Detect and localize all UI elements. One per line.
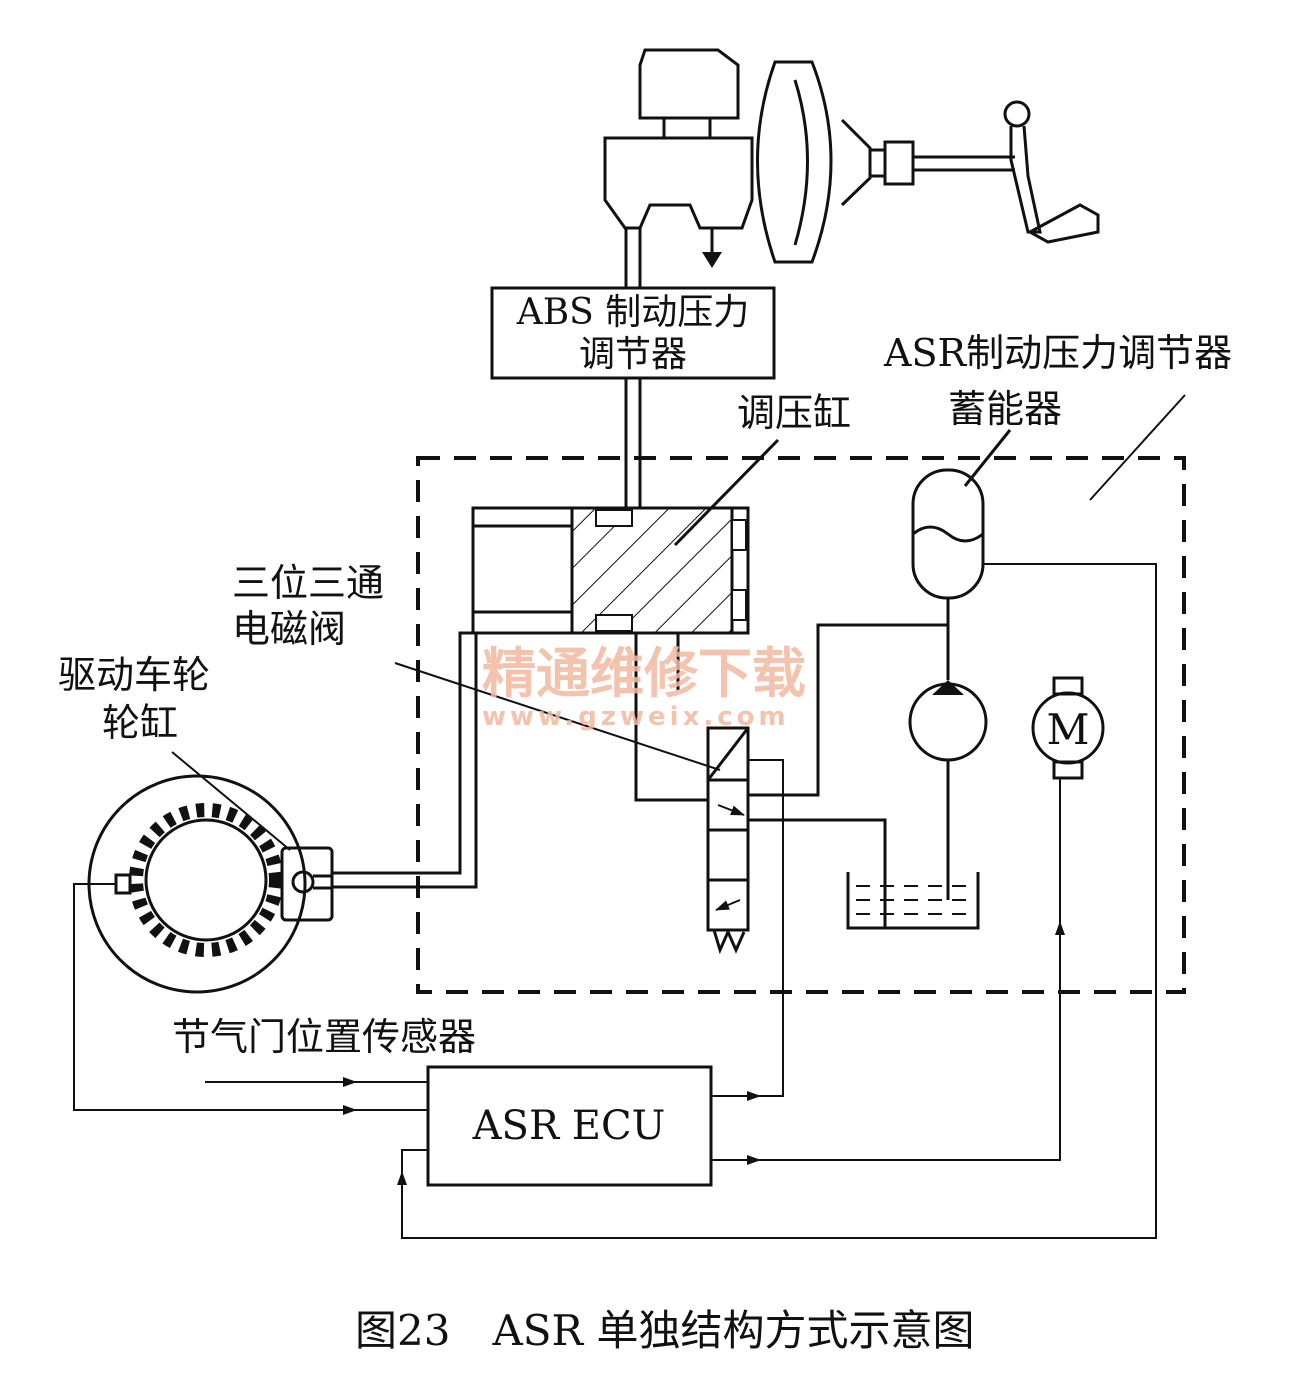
master-cylinder	[603, 48, 754, 288]
pressure-cylinder-label: 调压缸	[737, 391, 851, 435]
brake-pedal	[1003, 100, 1100, 244]
abs-label-line1: ABS 制动压力	[516, 292, 750, 333]
signal-lines	[73, 563, 1157, 1239]
asr-ecu: ASR ECU	[426, 1065, 713, 1187]
abs-label-line2: 调节器	[579, 334, 687, 375]
motor: M	[1031, 676, 1105, 780]
throttle-sensor-label: 节气门位置传感器	[172, 1015, 476, 1059]
solenoid-valve	[706, 726, 750, 955]
brake-booster	[756, 60, 1015, 264]
wheel-label-line2: 轮缸	[102, 701, 178, 745]
solenoid-label-line2: 电磁阀	[232, 607, 346, 651]
wheel-label-line1: 驱动车轮	[58, 653, 210, 697]
motor-label: M	[1046, 705, 1089, 754]
ecu-label: ASR ECU	[472, 1103, 666, 1149]
watermark-line2: www.gzweix.com	[482, 702, 790, 732]
pump	[908, 680, 988, 900]
abs-regulator: ABS 制动压力 调节器	[490, 286, 776, 380]
accumulator	[911, 429, 1012, 680]
figure-caption: 图23 ASR 单独结构方式示意图	[355, 1306, 975, 1355]
hydraulic-lines	[332, 623, 948, 928]
accumulator-label: 蓄能器	[948, 387, 1062, 431]
asr-regulator-label: ASR制动压力调节器	[883, 331, 1232, 375]
drive-wheel	[87, 774, 307, 994]
fluid-reservoir	[846, 872, 980, 930]
leader-lines	[171, 394, 1186, 851]
solenoid-label-line1: 三位三通	[232, 561, 384, 605]
watermark-line1: 精通维修下载	[482, 642, 806, 705]
pressure-cylinder	[471, 438, 780, 635]
wheel-cylinder	[280, 846, 334, 922]
